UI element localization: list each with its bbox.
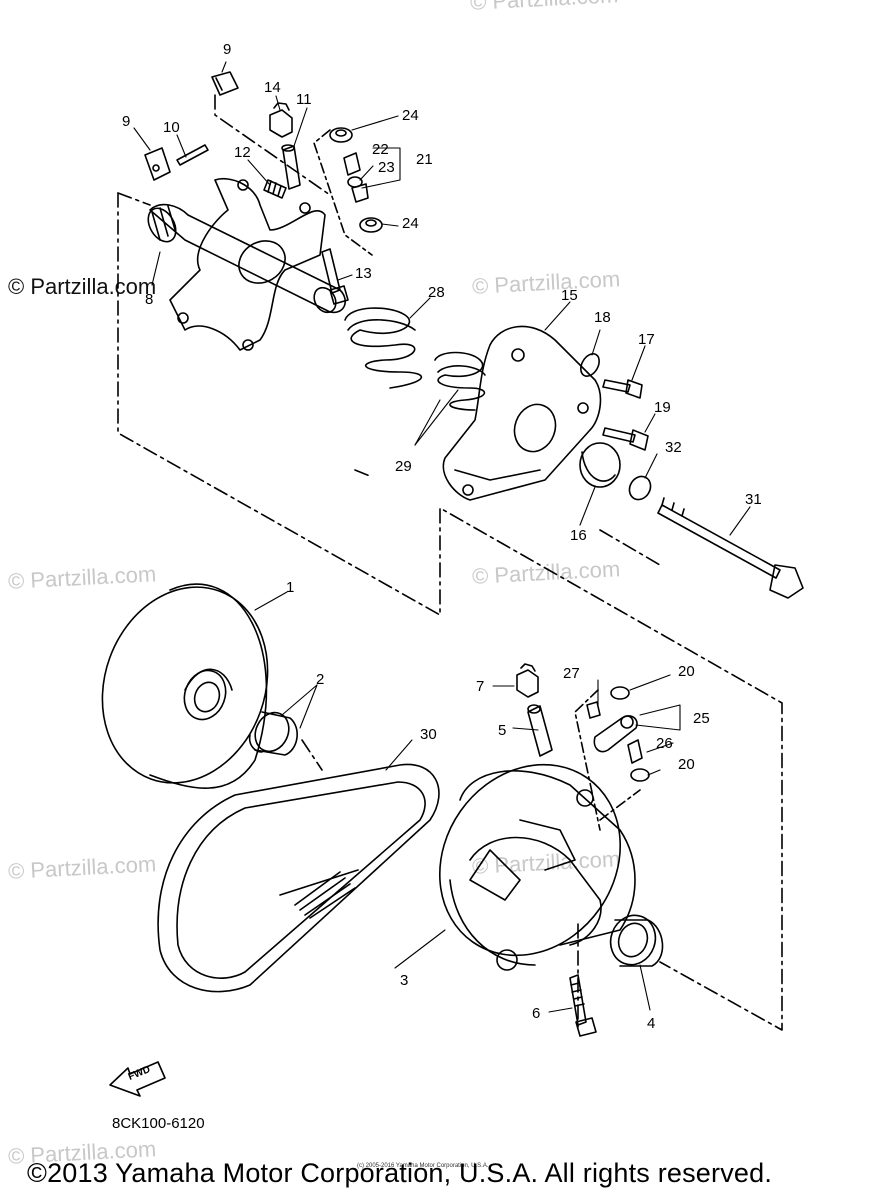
slider-part-9b	[144, 147, 171, 181]
cover-part-15	[442, 325, 602, 501]
callout-21: 21	[416, 151, 433, 168]
callout-19: 19	[654, 399, 671, 416]
drive-belt-part-30	[157, 763, 440, 993]
callout-12: 12	[234, 144, 251, 161]
callout-20a: 20	[678, 663, 695, 680]
bolt-part-13	[321, 248, 349, 305]
assembly-outline	[214, 94, 331, 196]
bolt-part-31	[657, 497, 804, 599]
callout-14: 14	[264, 79, 281, 96]
collar-part-2	[248, 711, 298, 756]
callout-29: 29	[395, 458, 412, 475]
bolt-part-19	[602, 427, 649, 451]
bolt-part-17	[602, 379, 643, 399]
roller-part-21	[343, 152, 369, 203]
forward-arrow-icon	[109, 1061, 166, 1097]
callout-32: 32	[665, 439, 682, 456]
callout-16: 16	[570, 527, 587, 544]
washer-part-24b	[359, 217, 383, 233]
callout-2: 2	[316, 671, 325, 688]
nut-part-14	[269, 102, 293, 138]
bushing-part-4	[609, 914, 664, 967]
washer-part-32	[628, 475, 652, 501]
slider-part-9	[211, 71, 239, 96]
callout-23: 23	[378, 159, 395, 176]
callout-6: 6	[532, 1005, 541, 1022]
callout-15: 15	[561, 287, 578, 304]
callout-26: 26	[656, 735, 673, 752]
callout-9a: 9	[223, 41, 232, 58]
callout-10: 10	[163, 119, 180, 136]
bolt-part-6	[569, 974, 597, 1037]
assembly-outline	[117, 192, 151, 206]
callout-11: 11	[296, 91, 312, 108]
bushing-part-16	[579, 442, 621, 488]
small-print: (c) 2005-2016 Yamaha Motor Corporation, …	[357, 1163, 489, 1169]
weight-assembly-part-25	[586, 686, 650, 782]
callout-20b: 20	[678, 756, 695, 773]
side-watermark: © Partzilla.com	[8, 274, 157, 299]
nut-part-7	[516, 663, 539, 698]
callout-28: 28	[428, 284, 445, 301]
callout-13: 13	[355, 265, 372, 282]
copyright-notice: ©2013 Yamaha Motor Corporation, U.S.A. A…	[27, 1158, 773, 1188]
spider-part-8	[147, 178, 346, 351]
pin-part-11	[281, 144, 301, 190]
diagram-code: 8CK100-6120	[112, 1115, 205, 1132]
callout-27: 27	[563, 665, 580, 682]
callout-24a: 24	[402, 107, 419, 124]
washer-part-24a	[329, 127, 353, 143]
leader-lines	[133, 61, 751, 1013]
pin-part-10	[176, 144, 209, 166]
callout-3: 3	[400, 972, 409, 989]
pin-part-5	[527, 704, 553, 757]
callout-30: 30	[420, 726, 437, 743]
assembly-outline	[313, 129, 373, 256]
assembly-outline	[117, 192, 783, 1031]
movable-sheave-part-3	[438, 763, 636, 971]
callout-7: 7	[476, 678, 485, 695]
callout-5: 5	[498, 722, 507, 739]
fixed-sheave-part-1	[101, 583, 269, 789]
callout-1: 1	[286, 579, 295, 596]
callout-22: 22	[372, 141, 389, 158]
callout-4: 4	[647, 1015, 656, 1032]
callout-24b: 24	[402, 215, 419, 232]
callout-9b: 9	[122, 113, 131, 130]
spring-part-28	[344, 307, 423, 389]
callout-25: 25	[693, 710, 710, 727]
callout-31: 31	[745, 491, 762, 508]
washer-part-18	[580, 353, 600, 377]
callout-8: 8	[145, 291, 154, 308]
callout-18: 18	[594, 309, 611, 326]
callout-17: 17	[638, 331, 655, 348]
spring-part-12	[263, 179, 287, 199]
